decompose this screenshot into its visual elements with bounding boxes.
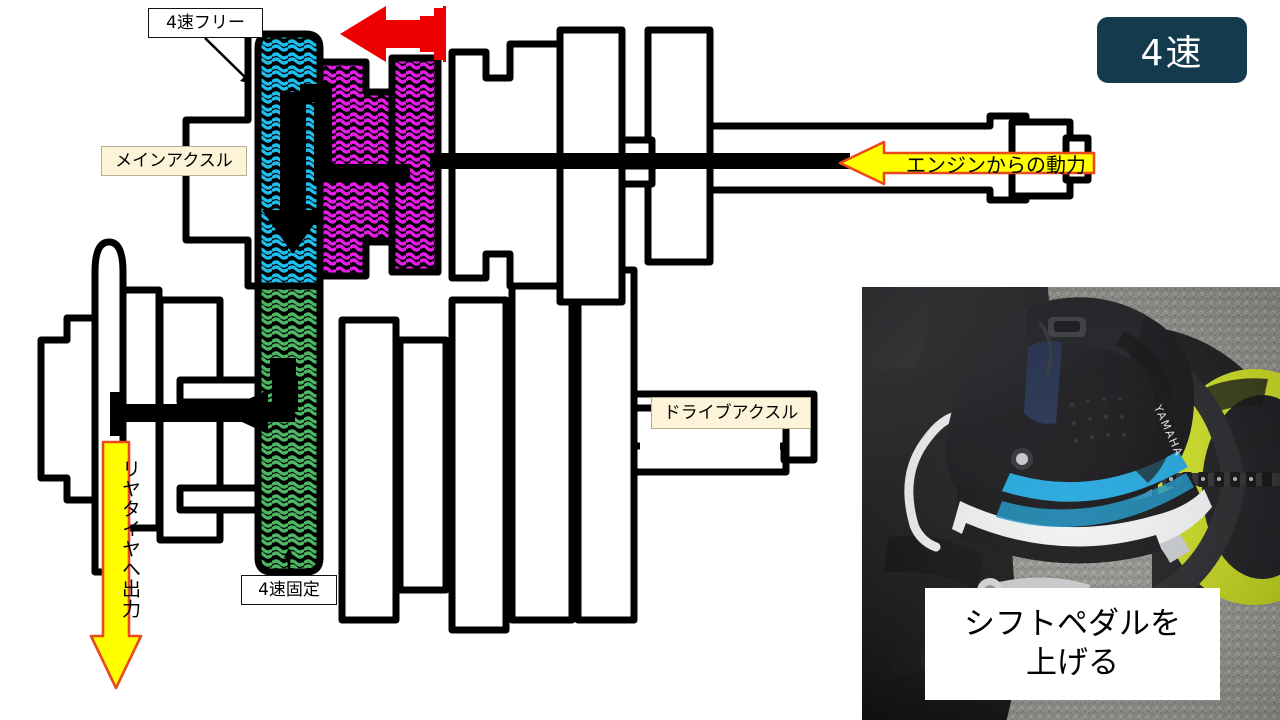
red-shift-arrow xyxy=(340,6,446,62)
rear-tyre-output-arrow: リヤタイヤへ出力 xyxy=(88,440,144,690)
callout-main-axle-text: メインアクスル xyxy=(115,150,233,171)
callout-main-axle: メインアクスル xyxy=(101,146,247,176)
gear-badge: 4速 xyxy=(1097,17,1247,83)
callout-fourth-fixed-text: 4速固定 xyxy=(258,579,320,600)
photo-caption: シフトペダルを 上げる xyxy=(925,588,1220,700)
photo-caption-line1: シフトペダルを xyxy=(964,606,1181,643)
callout-fourth-fixed: 4速固定 xyxy=(241,575,337,605)
callout-fourth-free-text: 4速フリー xyxy=(166,12,245,33)
callout-drive-axle-text: ドライブアクスル xyxy=(663,402,799,423)
rear-tyre-output-arrow-text: リヤタイヤへ出力 xyxy=(119,458,141,619)
callout-fourth-free: 4速フリー xyxy=(148,8,263,38)
gear-badge-text: 4速 xyxy=(1140,33,1204,74)
photo-caption-line2: 上げる xyxy=(1026,645,1119,681)
engine-power-arrow: エンジンからの動力 xyxy=(838,140,1096,186)
engine-power-arrow-text: エンジンからの動力 xyxy=(906,152,1086,177)
callout-drive-axle: ドライブアクスル xyxy=(651,397,811,429)
